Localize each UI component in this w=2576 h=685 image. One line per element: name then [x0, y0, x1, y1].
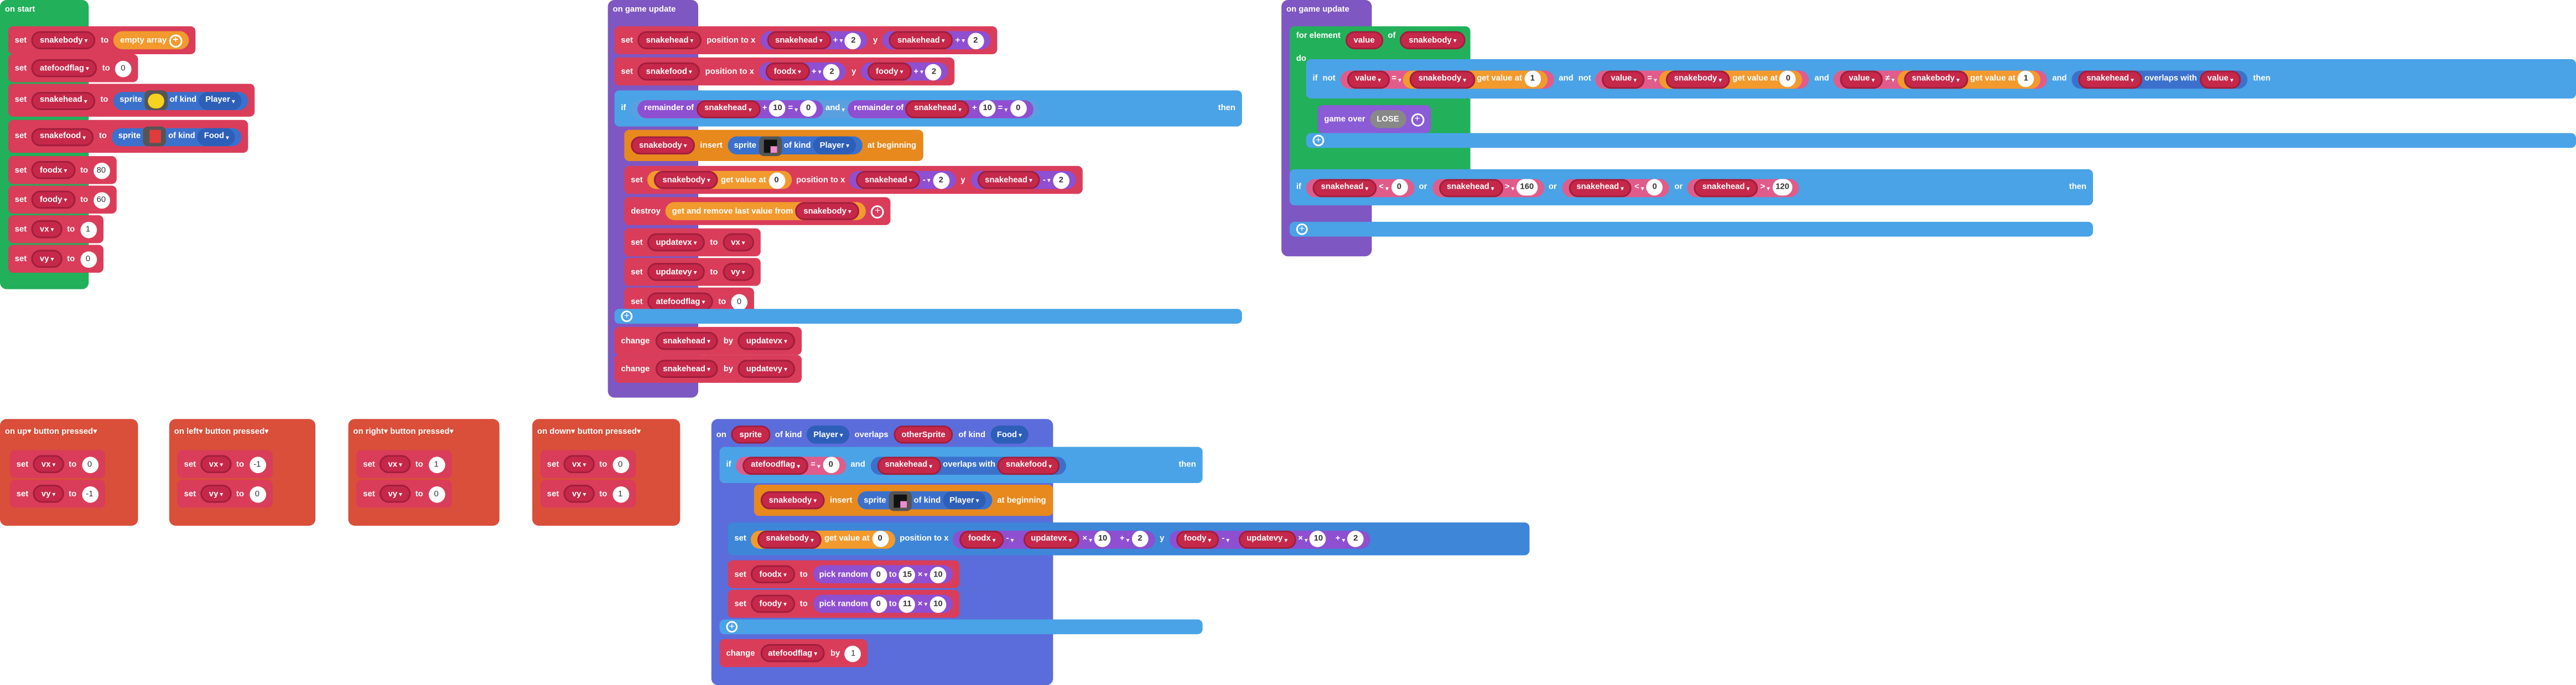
math-add-reporter[interactable]: snakehead▾ +▾ 2 — [882, 31, 990, 50]
number-input[interactable]: 1 — [80, 221, 96, 238]
set-vx-block[interactable]: set vx▾ to 1 — [8, 215, 103, 243]
set-foody-block[interactable]: set foody▾ to 60 — [8, 185, 116, 214]
set-snakefood-block[interactable]: set snakefood▾ to sprite of kind Food▾ — [8, 120, 249, 153]
var-vy[interactable]: vy▾ — [32, 250, 63, 268]
sprite-image[interactable] — [143, 126, 166, 147]
change-snakehead-y-block[interactable]: change snakehead▾ by updatevy▾ — [614, 355, 802, 383]
add-icon[interactable]: + — [1410, 112, 1424, 126]
var-atefoodflag[interactable]: atefoodflag▾ — [32, 59, 97, 77]
for-element-block[interactable]: for element value of snakebody▾ — [1289, 26, 1471, 174]
insert-sprite-block[interactable]: snakebody▾ insert sprite of kind Player▾… — [624, 129, 923, 162]
set-snakehead-block[interactable]: set snakehead▾ to sprite of kind Player▾ — [8, 84, 255, 117]
sprite-creator[interactable]: sprite of kind Food▾ — [111, 126, 242, 147]
number-input[interactable]: 60 — [93, 191, 110, 208]
var-snakebody[interactable]: snakebody▾ — [32, 31, 96, 50]
set-snakefood-position-block[interactable]: set snakefood▾ position to x foodx▾ +▾ 2… — [614, 57, 955, 86]
change-atefoodflag-block[interactable]: change atefoodflag▾ by 1 — [719, 639, 868, 667]
set-foodx-block[interactable]: set foodx▾ to 80 — [8, 156, 116, 184]
math-add-reporter[interactable]: foodx▾ +▾ 2 — [759, 62, 847, 81]
math-add-reporter[interactable]: snakehead▾ +▾ 2 — [760, 31, 869, 50]
set-updatevx-block[interactable]: set updatevx▾ to vx▾ — [624, 228, 760, 257]
if-collision-block[interactable]: if not value▾ =▾ snakebody▾ get value at… — [1306, 59, 2576, 99]
do-label: do — [1296, 54, 1306, 64]
var-snakehead[interactable]: snakehead▾ — [32, 91, 96, 110]
game-over-block[interactable]: game over LOSE + — [1317, 105, 1431, 133]
add-icon[interactable]: + — [1312, 134, 1325, 147]
smiley-face-icon — [147, 92, 164, 108]
game-over-toggle[interactable]: LOSE — [1370, 110, 1406, 128]
set-atefoodflag-block[interactable]: set atefoodflag▾ to 0 — [8, 54, 138, 82]
kind-dropdown[interactable]: Food▾ — [197, 127, 236, 146]
var-foody[interactable]: foody▾ — [32, 190, 76, 209]
set-updatevy-block[interactable]: set updatevy▾ to vy▾ — [624, 258, 760, 286]
if-bounds-footer — [1289, 221, 2094, 237]
and-condition[interactable]: remainder of snakehead▾ + 10 =▾ 0 and▾ r… — [631, 99, 1040, 118]
if-block[interactable]: if remainder of snakehead▾ + 10 =▾ 0 and… — [614, 90, 1242, 127]
sprite-creator[interactable]: sprite of kind Player▾ — [727, 135, 863, 155]
if-ate-footer — [719, 619, 1203, 635]
sprite-body-icon — [893, 494, 907, 507]
destroy-block[interactable]: destroy get and remove last value from s… — [624, 197, 891, 225]
number-input[interactable]: 80 — [93, 162, 110, 179]
number-input[interactable]: 0 — [80, 250, 96, 267]
var-snakefood[interactable]: snakefood▾ — [32, 127, 95, 146]
on-start-label: on start — [4, 4, 35, 15]
var-snakehead[interactable]: snakehead▾ — [637, 31, 702, 50]
number-input[interactable]: 0 — [115, 60, 132, 77]
math-add-reporter[interactable]: foody▾ +▾ 2 — [861, 62, 949, 81]
change-snakehead-x-block[interactable]: change snakehead▾ by updatevx▾ — [614, 326, 802, 355]
sprite-image[interactable] — [144, 90, 168, 110]
set-foody-random-block[interactable]: set foody▾ to pick random 0 to 11 ×▾ 10 — [728, 590, 959, 618]
var-snakefood[interactable]: snakefood▾ — [637, 62, 700, 81]
on-game-update-label: on game update — [612, 4, 676, 15]
var-vx[interactable]: vx▾ — [32, 220, 63, 238]
add-icon[interactable]: + — [871, 204, 885, 218]
add-icon[interactable]: + — [621, 310, 633, 323]
sprite-body-icon — [764, 138, 777, 152]
sprite-creator[interactable]: sprite of kind Player▾ — [113, 90, 248, 110]
var-foodx[interactable]: foodx▾ — [32, 161, 76, 179]
if-block-footer — [614, 309, 1242, 324]
set-body-position-block[interactable]: set snakebody▾ get value at 0 position t… — [624, 165, 1083, 194]
add-icon[interactable]: + — [726, 621, 738, 633]
set-snakebody-block[interactable]: set snakebody▾ to empty array + — [8, 26, 195, 54]
add-icon[interactable]: + — [169, 33, 183, 47]
kind-dropdown[interactable]: Player▾ — [199, 91, 242, 110]
set-body-position-block-2[interactable]: set snakebody▾ get value at 0 position t… — [728, 522, 1530, 556]
add-icon[interactable]: + — [1296, 223, 1308, 235]
empty-array-reporter[interactable]: empty array + — [113, 31, 189, 50]
insert-sprite-block-2[interactable]: snakebody▾ insert sprite of kind Player▾… — [754, 484, 1053, 516]
if-bounds-block[interactable]: if snakehead▾ <▾ 0 or snakehead▾ >▾ 160 … — [1289, 169, 2094, 206]
red-square-icon — [148, 129, 160, 143]
set-snakehead-position-block[interactable]: set snakehead▾ position to x snakehead▾ … — [614, 26, 997, 54]
set-vy-block[interactable]: set vy▾ to 0 — [8, 245, 103, 273]
if-collision-footer — [1306, 133, 2576, 148]
set-foodx-random-block[interactable]: set foodx▾ to pick random 0 to 15 ×▾ 10 — [728, 560, 959, 589]
if-ate-block[interactable]: if atefoodflag▾ =▾ 0 and snakehead▾ over… — [719, 447, 1203, 484]
